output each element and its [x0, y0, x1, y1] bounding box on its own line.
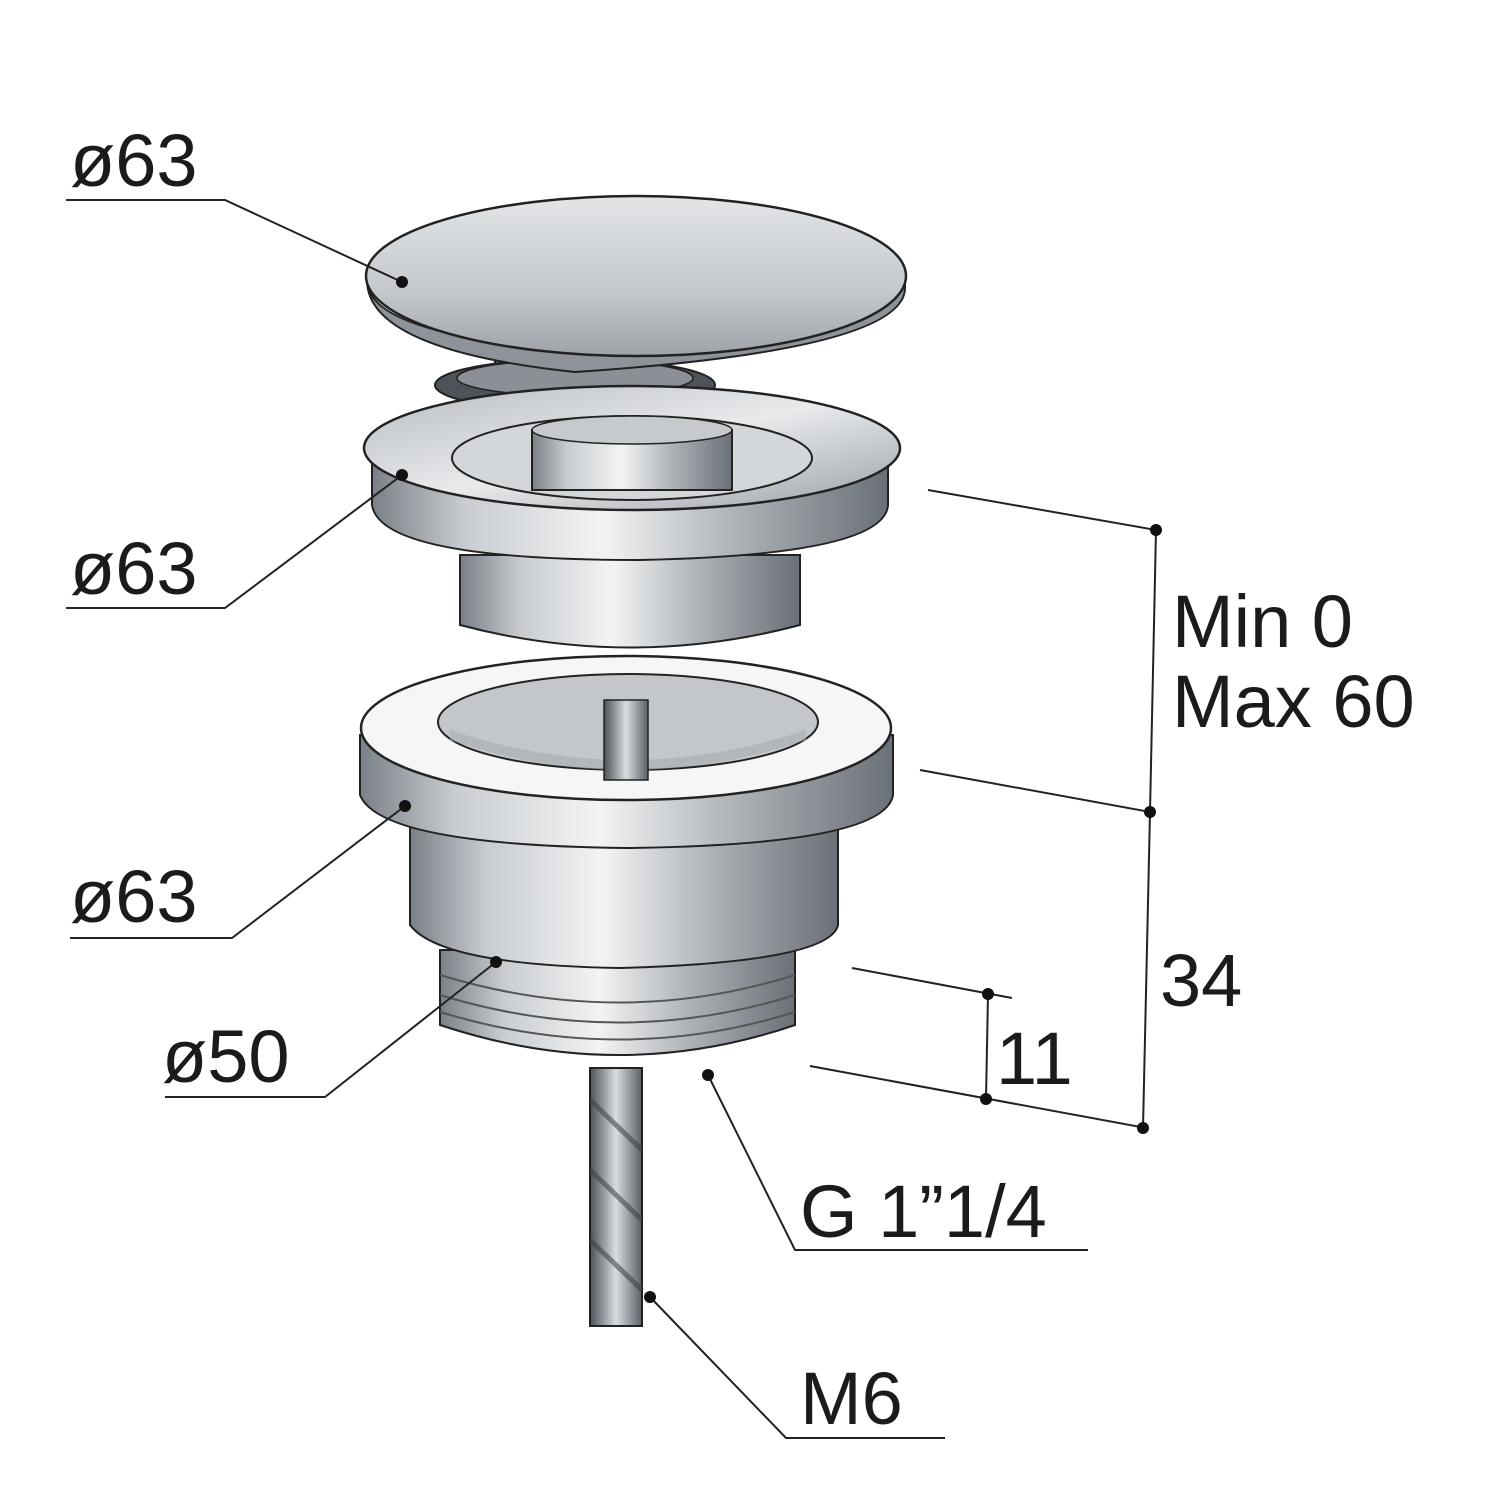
- dimension-dots: [980, 524, 1162, 1134]
- leader-rod: [649, 1296, 945, 1439]
- label-adjust-max: Max 60: [1172, 659, 1415, 743]
- rod-lower: [588, 1067, 644, 1327]
- leader-lines: [66, 199, 1088, 1439]
- label-adjustment-range: Min 0 Max 60: [1172, 582, 1415, 742]
- leader-thread-spec: [707, 1074, 1088, 1251]
- label-height-lower: 34: [1160, 939, 1243, 1022]
- label-thread-diameter: ø50: [162, 1015, 290, 1098]
- leader-cap: [66, 199, 403, 283]
- label-body-ring-diameter: ø63: [70, 855, 198, 938]
- label-rod-thread: M6: [800, 1357, 903, 1440]
- leader-flange: [66, 474, 403, 609]
- leader-body-ring: [70, 805, 406, 939]
- dim-adjust: [1149, 529, 1157, 813]
- flange: [362, 384, 902, 649]
- dim-11: [985, 993, 989, 1100]
- label-thread-height: 11: [996, 1017, 1073, 1100]
- dim-34: [1142, 811, 1151, 1129]
- label-flange-diameter: ø63: [70, 527, 198, 610]
- label-adjust-min: Min 0: [1172, 580, 1353, 663]
- body: [359, 654, 894, 1056]
- flange-tube: [459, 554, 801, 649]
- leader-thread-diameter: [165, 961, 497, 1098]
- label-cap-diameter: ø63: [70, 119, 198, 202]
- cap-top: [364, 194, 908, 358]
- leader-dots: [396, 276, 714, 1303]
- label-thread-spec: G 1”1/4: [800, 1170, 1047, 1253]
- dimension-lines: [809, 489, 1157, 1129]
